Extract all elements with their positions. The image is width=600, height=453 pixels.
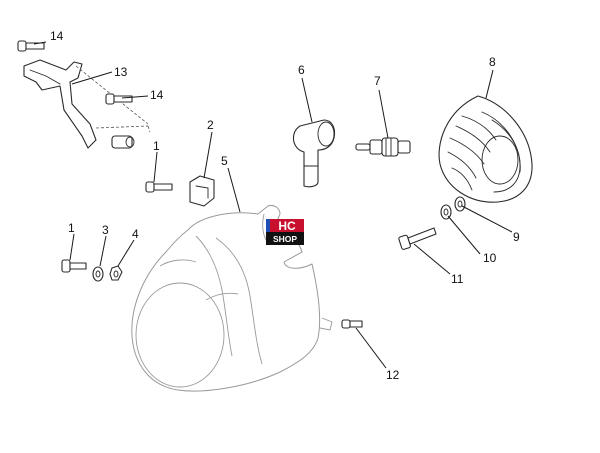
callout-14-mid: 14 — [150, 88, 164, 102]
screw-part-1a — [145, 181, 173, 193]
hc-shop-logo: HC SHOP — [266, 219, 304, 245]
screw-part-1b — [61, 259, 87, 273]
callout-3: 3 — [102, 223, 109, 237]
callout-9: 9 — [513, 230, 520, 244]
callout-5: 5 — [221, 154, 228, 168]
screw-part-11 — [398, 227, 437, 250]
callout-13: 13 — [114, 65, 128, 79]
callout-2: 2 — [207, 118, 214, 132]
screw-part-12 — [341, 319, 363, 329]
callout-4: 4 — [132, 227, 139, 241]
callout-labels: 14 13 14 2 1 6 7 8 5 1 3 4 9 10 11 12 — [50, 29, 520, 382]
callout-8: 8 — [489, 55, 496, 69]
bracket-part-13 — [23, 59, 151, 149]
headlight-shell-part-8 — [438, 95, 533, 203]
callout-7: 7 — [374, 74, 381, 88]
washer-part-10 — [440, 204, 452, 220]
callout-14-top: 14 — [50, 29, 64, 43]
bulb-part-7 — [355, 137, 411, 157]
washer-part-3 — [92, 266, 104, 282]
callout-1-lower: 1 — [68, 221, 75, 235]
washer-part-9 — [454, 196, 466, 212]
logo-shop-text: SHOP — [273, 234, 297, 244]
screw-part-14a — [17, 40, 45, 52]
callout-11: 11 — [451, 272, 464, 286]
screw-part-14b — [105, 93, 133, 105]
plate-part-2 — [189, 175, 215, 207]
logo-hc-text: HC — [278, 219, 296, 233]
nut-part-4 — [109, 265, 123, 281]
callout-1-upper: 1 — [153, 139, 160, 153]
bulb-socket-part-6 — [292, 119, 336, 188]
callout-6: 6 — [298, 63, 305, 77]
callout-10: 10 — [483, 251, 497, 265]
callout-12: 12 — [386, 368, 400, 382]
hc-shop-logo-graphic: HC SHOP — [266, 219, 304, 245]
leader-lines — [33, 41, 513, 369]
headlight-housing-part-5 — [131, 205, 333, 392]
